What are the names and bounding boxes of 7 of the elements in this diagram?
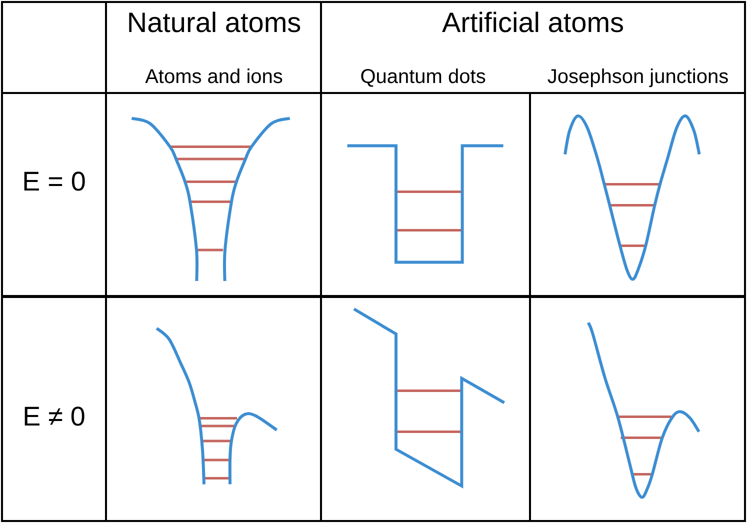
column-header: Artificial atoms	[442, 9, 624, 37]
column-subheader: Atoms and ions	[145, 67, 283, 87]
column-subheader: Josephson junctions	[547, 67, 729, 87]
row-header: E = 0	[22, 168, 86, 196]
column-header: Natural atoms	[126, 9, 302, 37]
row-header: E ≠ 0	[22, 404, 86, 430]
column-subheader: Quantum dots	[360, 67, 486, 87]
